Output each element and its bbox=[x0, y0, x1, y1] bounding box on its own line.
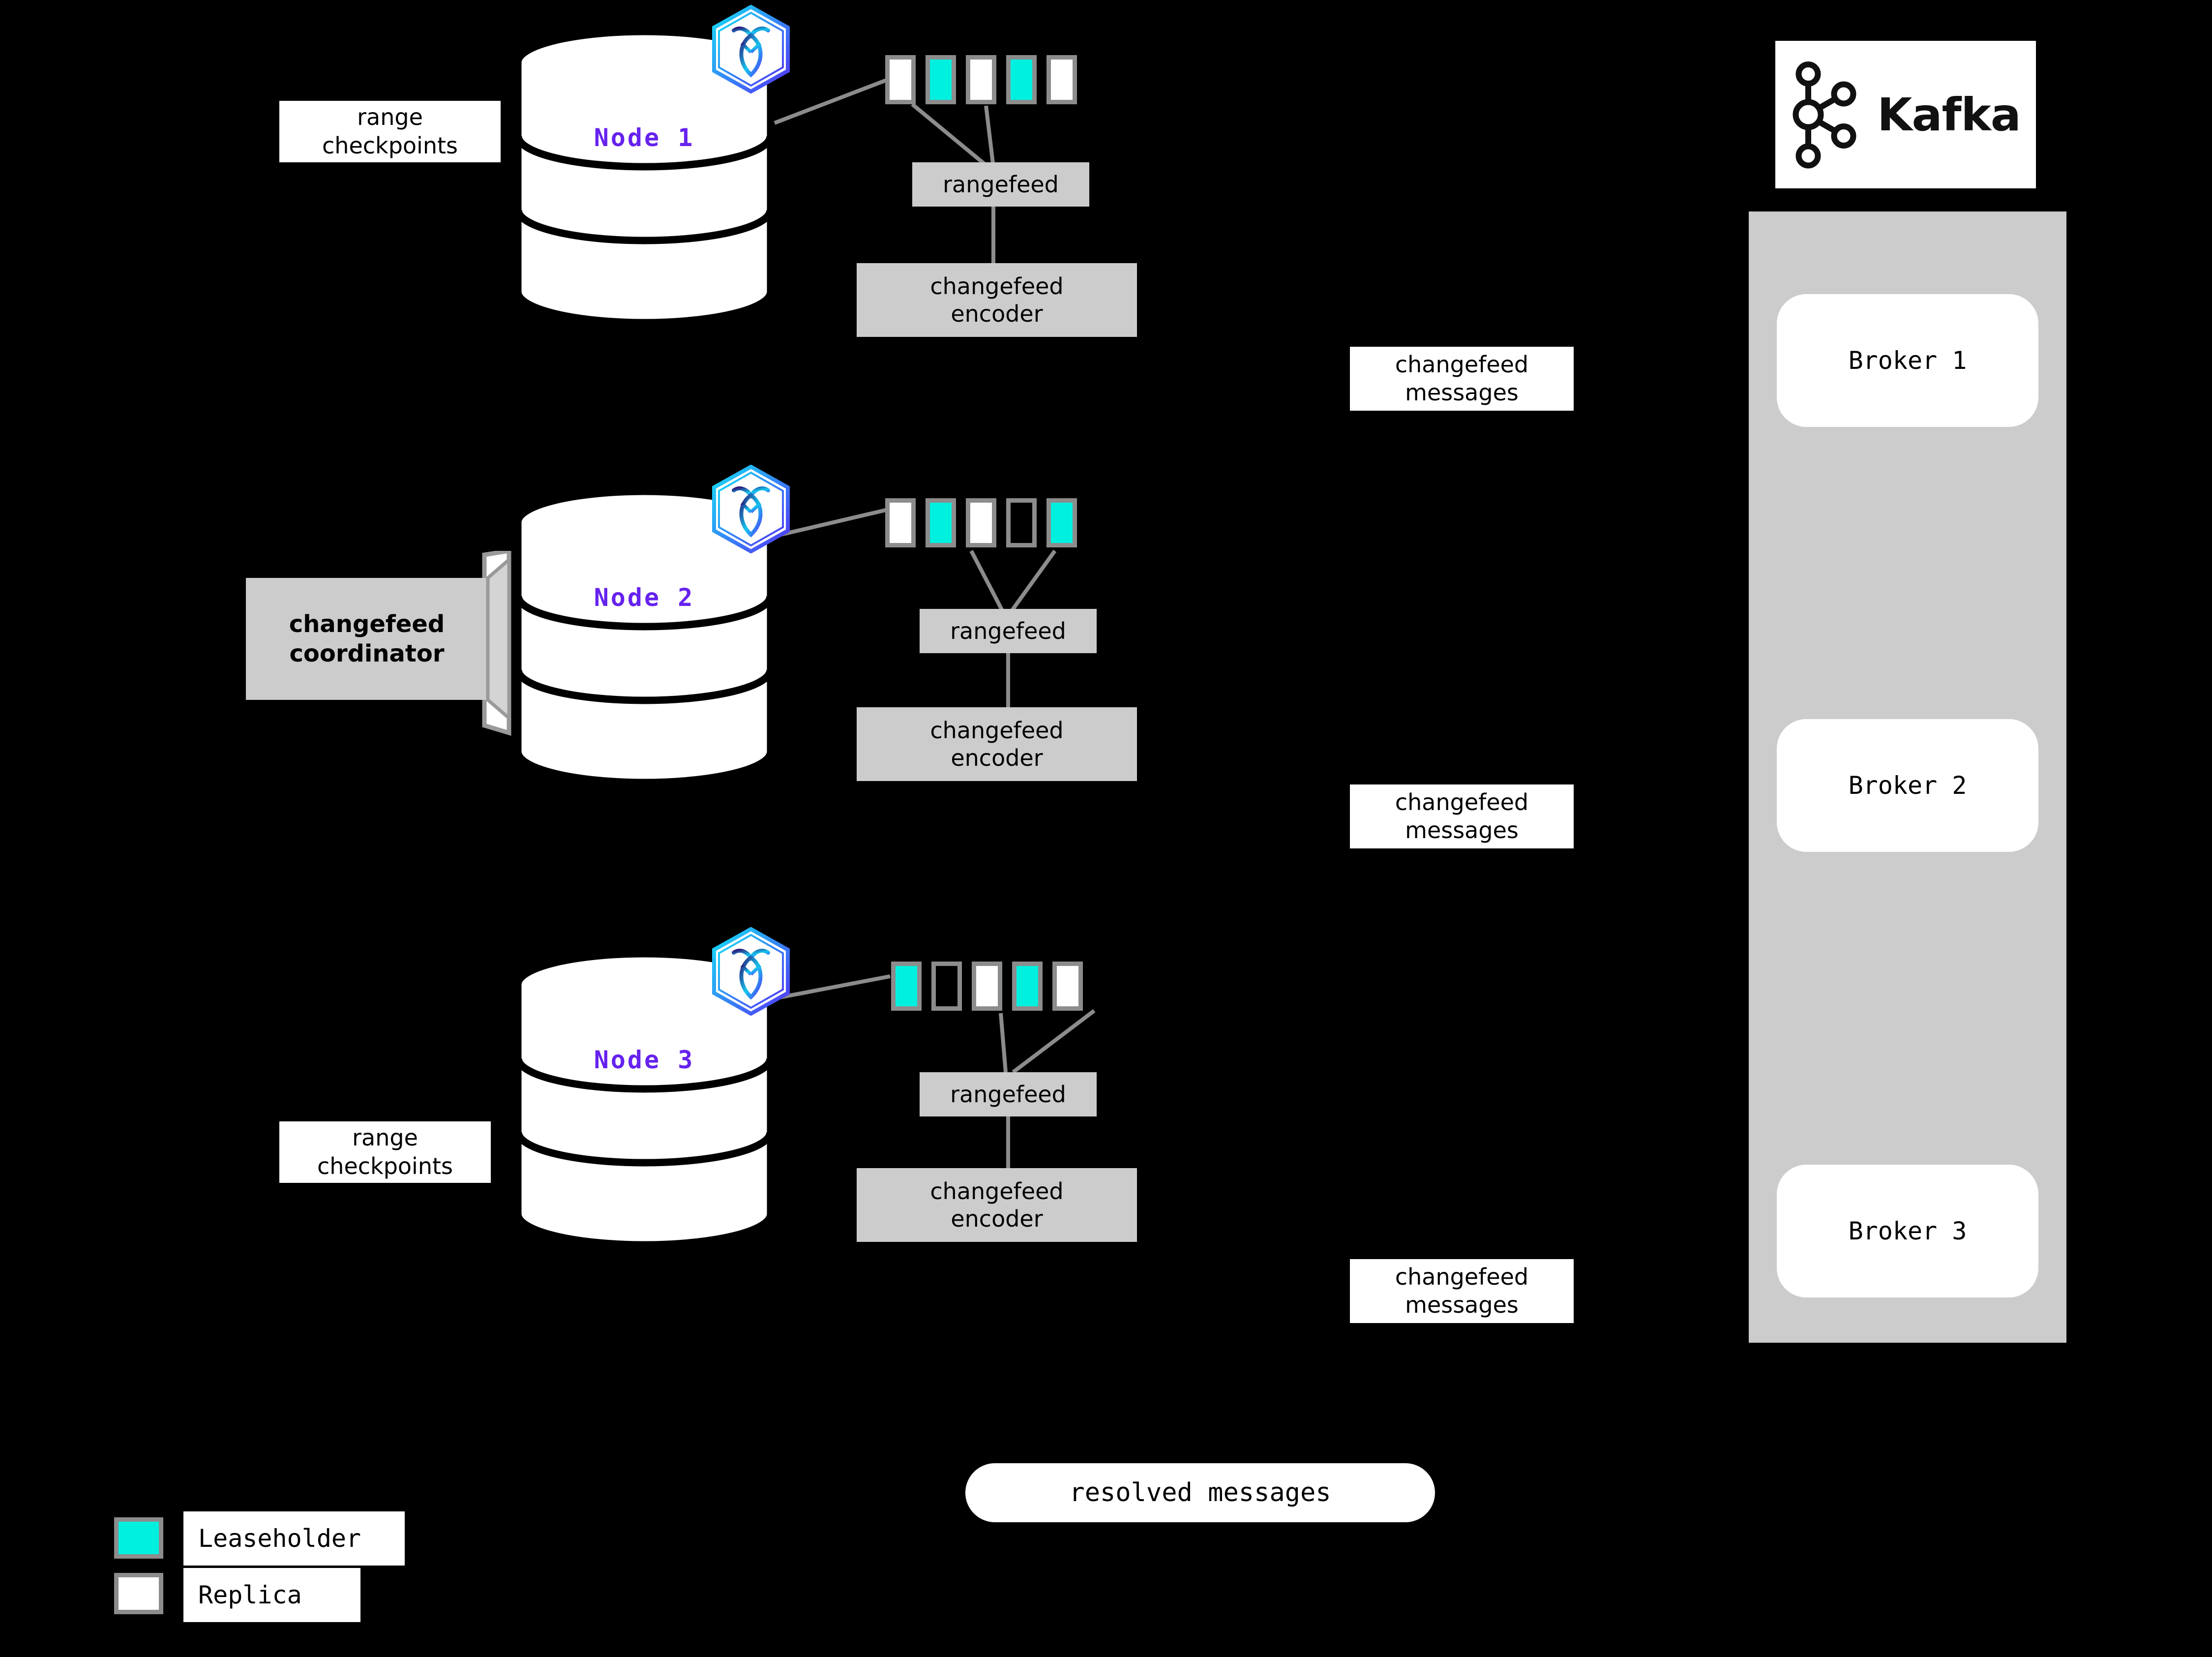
range-box-leaseholder bbox=[926, 55, 956, 104]
range-box-empty bbox=[1006, 498, 1037, 547]
legend-swatch-leaseholder bbox=[114, 1517, 163, 1559]
legend-label-replica: Replica bbox=[183, 1568, 360, 1622]
node-1-range-row bbox=[885, 55, 1077, 104]
range-box-leaseholder bbox=[1006, 55, 1037, 104]
range-box-replica bbox=[885, 498, 916, 547]
cockroachdb-hexagon-icon bbox=[711, 927, 792, 1016]
range-box-replica bbox=[966, 498, 996, 547]
cockroachdb-hexagon-icon bbox=[711, 5, 792, 93]
cockroachdb-hexagon-icon bbox=[711, 465, 792, 553]
kafka-broker-2[interactable]: Broker 2 bbox=[1777, 719, 2038, 852]
range-box-leaseholder bbox=[926, 498, 956, 547]
node-1-range-checkpoints-label: range checkpoints bbox=[279, 101, 501, 162]
range-box-replica bbox=[885, 55, 916, 104]
range-box-leaseholder bbox=[1012, 962, 1043, 1011]
kafka-logo-icon bbox=[1793, 61, 1856, 169]
range-box-replica bbox=[1046, 55, 1077, 104]
changefeed-coordinator-label: changefeed coordinator bbox=[289, 610, 445, 667]
changefeed-messages-label-3: changefeed messages bbox=[1350, 1259, 1574, 1323]
range-box-leaseholder bbox=[1046, 498, 1077, 547]
kafka-logo-text: Kafka bbox=[1877, 88, 2021, 141]
node-1-changefeed-encoder-box: changefeed encoder bbox=[857, 263, 1137, 337]
changefeed-coordinator: changefeed coordinator bbox=[246, 551, 521, 738]
kafka-logo: Kafka bbox=[1775, 41, 2036, 188]
range-box-leaseholder bbox=[891, 962, 922, 1011]
kafka-broker-1[interactable]: Broker 1 bbox=[1777, 294, 2038, 427]
resolved-messages-pill: resolved messages bbox=[965, 1463, 1435, 1522]
node-1-rangefeed-box: rangefeed bbox=[912, 162, 1089, 207]
node-3-range-row bbox=[891, 962, 1083, 1011]
changefeed-messages-label-2: changefeed messages bbox=[1350, 784, 1574, 848]
kafka-broker-3[interactable]: Broker 3 bbox=[1777, 1165, 2038, 1297]
range-box-replica bbox=[966, 55, 996, 104]
node-2-rangefeed-box: rangefeed bbox=[920, 609, 1097, 653]
legend-label-leaseholder: Leaseholder bbox=[183, 1511, 405, 1566]
node-2-changefeed-encoder-box: changefeed encoder bbox=[857, 707, 1137, 781]
range-box-replica bbox=[972, 962, 1002, 1011]
range-box-replica bbox=[1052, 962, 1083, 1011]
node-2-range-row bbox=[885, 498, 1077, 547]
range-box-empty bbox=[931, 962, 962, 1011]
legend-swatch-replica bbox=[114, 1573, 163, 1614]
node-3-rangefeed-box: rangefeed bbox=[920, 1072, 1097, 1116]
changefeed-messages-label-1: changefeed messages bbox=[1350, 347, 1574, 411]
node-3-range-checkpoints-label: range checkpoints bbox=[279, 1121, 491, 1183]
node-3-changefeed-encoder-box: changefeed encoder bbox=[857, 1168, 1137, 1242]
